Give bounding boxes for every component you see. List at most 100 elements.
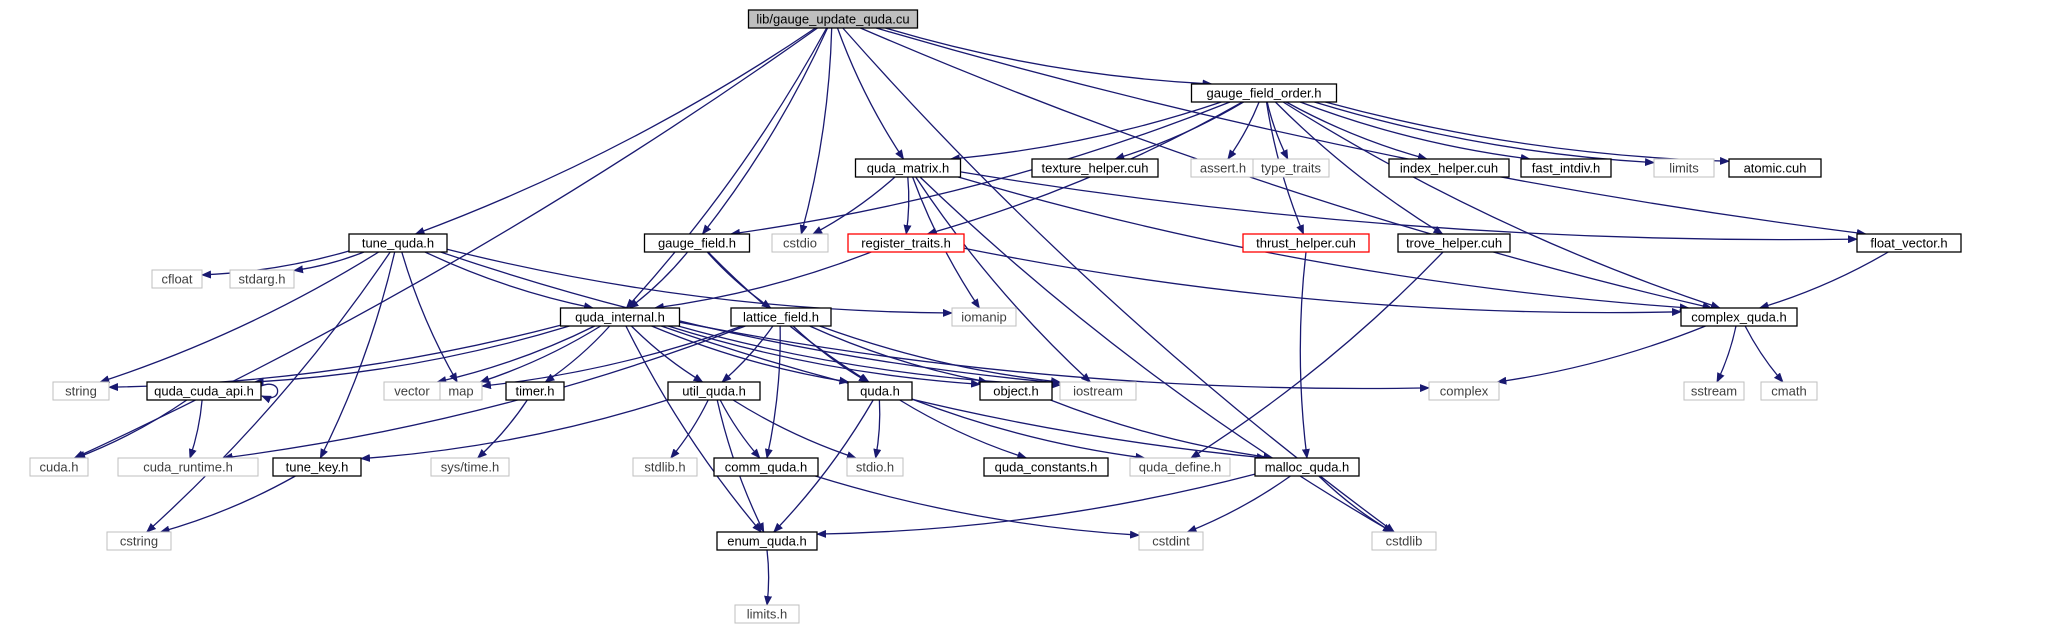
edge-root-to-gfo (885, 27, 1213, 88)
edge-util_quda-to-tune_key (360, 399, 669, 462)
edge-tune_quda-to-map (401, 251, 458, 383)
edge-gfo-to-complex_quda (1282, 101, 1721, 309)
node-label: gauge_field_order.h (1207, 86, 1322, 101)
node-box (1680, 307, 1798, 327)
node-label: quda_cuda_api.h (154, 384, 254, 399)
node-box (229, 269, 295, 289)
node-box (52, 381, 110, 401)
node-tune-key[interactable]: tune_key.h (272, 457, 362, 477)
node-tune-quda[interactable]: tune_quda.h (348, 233, 448, 253)
node-gfo[interactable]: gauge_field_order.h (1190, 83, 1338, 103)
edge-quda_matrix-to-float_vector (960, 171, 1858, 244)
node-cstdint: cstdint (1138, 531, 1204, 551)
node-label: register_traits.h (861, 236, 951, 251)
node-label: float_vector.h (1870, 236, 1947, 251)
edge-quda_internal-to-complex (679, 321, 1430, 393)
edge-thrust_helper-to-malloc_quda (1299, 251, 1310, 459)
node-enum-quda[interactable]: enum_quda.h (716, 531, 818, 551)
node-box (1653, 158, 1715, 178)
edge-gfo-to-trove_helper (1274, 101, 1444, 235)
node-box (730, 307, 832, 327)
node-label: timer.h (515, 384, 554, 399)
node-complex-quda[interactable]: complex_quda.h (1680, 307, 1798, 327)
edge-float_vector-to-complex_quda (1758, 251, 1889, 310)
node-lattice-field[interactable]: lattice_field.h (730, 307, 832, 327)
node-label: trove_helper.cuh (1406, 236, 1502, 251)
node-label: malloc_quda.h (1265, 460, 1350, 475)
node-map: map (439, 381, 483, 401)
edge-quda_cuda_api-to-quda_cuda_api (260, 383, 279, 404)
edge-gfo-to-type_traits (1266, 101, 1289, 160)
node-texture-helper[interactable]: texture_helper.cuh (1031, 158, 1159, 178)
node-box (1031, 158, 1159, 178)
node-box (106, 531, 172, 551)
edge-quda_matrix-to-register_traits (903, 176, 912, 235)
node-box (29, 457, 89, 477)
node-gauge-field[interactable]: gauge_field.h (643, 233, 751, 253)
node-cfloat: cfloat (151, 269, 203, 289)
node-label: iomanip (961, 310, 1007, 325)
node-trove-helper[interactable]: trove_helper.cuh (1397, 233, 1511, 253)
node-box (1683, 381, 1745, 401)
node-cstring: cstring (106, 531, 172, 551)
edge-object-to-malloc_quda (1050, 399, 1274, 461)
node-quda-internal[interactable]: quda_internal.h (559, 307, 681, 327)
edge-gfo-to-index_helper (1285, 101, 1428, 161)
node-label: index_helper.cuh (1400, 161, 1498, 176)
node-atomic[interactable]: atomic.cuh (1728, 158, 1822, 178)
node-assert: assert.h (1190, 158, 1256, 178)
node-quda-constants[interactable]: quda_constants.h (983, 457, 1109, 477)
edge-root-to-cstdio (799, 27, 833, 235)
node-quda-cuda-api[interactable]: quda_cuda_api.h (146, 381, 262, 401)
node-timer[interactable]: timer.h (505, 381, 565, 401)
edge-register_traits-to-quda_internal (653, 251, 872, 311)
node-quda[interactable]: quda.h (847, 381, 913, 401)
edge-quda_internal-to-enum_quda (625, 325, 762, 533)
edge-quda_internal-to-quda_cuda_api (253, 325, 570, 386)
edge-tune_quda-to-cfloat (201, 250, 350, 279)
edge-tune_quda-to-tune_key (319, 251, 396, 459)
node-box (983, 457, 1109, 477)
edge-util_quda-to-comm_quda (719, 399, 761, 459)
node-register-traits[interactable]: register_traits.h (847, 233, 965, 253)
edge-root-to-gauge_field (701, 27, 829, 235)
node-cuda: cuda.h (29, 457, 89, 477)
node-fast-intdiv[interactable]: fast_intdiv.h (1520, 158, 1612, 178)
edge-quda_cuda_api-to-cuda_runtime (189, 399, 203, 459)
edge-lattice_field-to-quda (792, 325, 869, 383)
node-box (1728, 158, 1822, 178)
node-label: enum_quda.h (727, 534, 807, 549)
node-comm-quda[interactable]: comm_quda.h (713, 457, 819, 477)
edge-quda_matrix-to-cstdlib (919, 176, 1393, 533)
node-index-helper[interactable]: index_helper.cuh (1388, 158, 1510, 178)
edge-quda_internal-to-quda (651, 325, 850, 385)
node-limits: limits (1653, 158, 1715, 178)
edge-malloc_quda-to-cstdlib (1318, 475, 1394, 533)
node-vector: vector (383, 381, 441, 401)
node-box (979, 381, 1053, 401)
edge-root-to-float_vector (876, 27, 1867, 237)
node-util-quda[interactable]: util_quda.h (667, 381, 761, 401)
node-label: fast_intdiv.h (1532, 161, 1600, 176)
node-root[interactable]: lib/gauge_update_quda.cu (747, 9, 919, 29)
node-label: type_traits (1261, 161, 1321, 176)
node-label: atomic.cuh (1744, 161, 1807, 176)
edge-lattice_field-to-util_quda (721, 325, 774, 383)
node-float-vector[interactable]: float_vector.h (1856, 233, 1962, 253)
node-stdarg: stdarg.h (229, 269, 295, 289)
node-box (272, 457, 362, 477)
node-label: limits.h (747, 607, 787, 622)
node-quda-matrix[interactable]: quda_matrix.h (854, 158, 962, 178)
node-iomanip: iomanip (951, 307, 1017, 327)
node-object[interactable]: object.h (979, 381, 1053, 401)
node-label: complex_quda.h (1691, 310, 1786, 325)
node-cuda-runtime: cuda_runtime.h (117, 457, 259, 477)
node-thrust-helper[interactable]: thrust_helper.cuh (1242, 233, 1370, 253)
node-malloc-quda[interactable]: malloc_quda.h (1254, 457, 1360, 477)
node-label: cfloat (161, 272, 192, 287)
edge-quda_internal-to-timer (544, 325, 611, 383)
edge-quda-to-quda_define (911, 398, 1146, 461)
node-label: sys/time.h (441, 460, 500, 475)
edge-root-to-quda_internal (625, 27, 828, 309)
